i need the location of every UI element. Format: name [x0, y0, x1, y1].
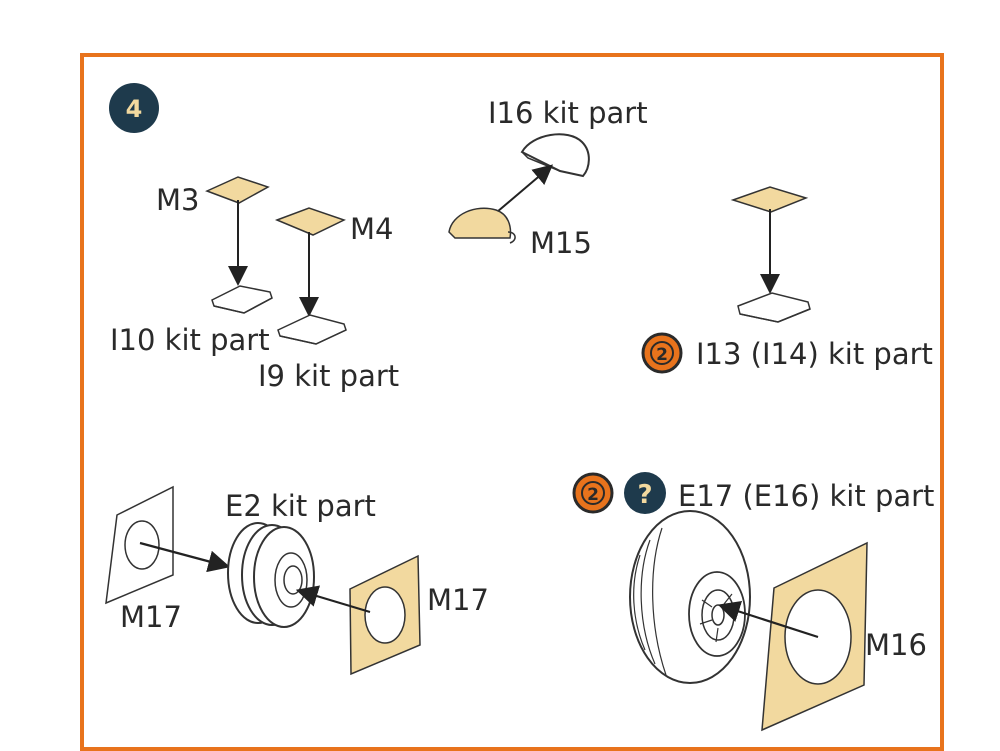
label-e17: E17 (E16) kit part: [678, 479, 934, 513]
part-m17-left: [105, 485, 174, 605]
label-m17-left: M17: [120, 600, 182, 634]
part-i10: [211, 285, 273, 314]
part-m15: [448, 207, 516, 244]
label-e2: E2 kit part: [225, 489, 376, 523]
arrow-m17-right-to-e2: [295, 585, 371, 614]
part-i16: [520, 133, 590, 178]
label-m4: M4: [350, 212, 393, 246]
label-i9: I9 kit part: [258, 359, 399, 393]
badge-question-e17: ?: [624, 472, 666, 514]
label-m17-right: M17: [427, 583, 489, 617]
arrow-m16-to-e17: [717, 600, 819, 639]
part-e17-wheel: [629, 510, 751, 684]
step-badge: 4: [109, 83, 159, 133]
part-m4: [274, 207, 346, 236]
badge-two-i13-label: 2: [656, 345, 668, 365]
badge-two-i13: 2: [641, 332, 683, 374]
badge-question-label: ?: [637, 480, 652, 510]
part-m3: [205, 176, 270, 204]
label-m3: M3: [156, 183, 199, 217]
step-number: 4: [126, 95, 143, 123]
label-m16: M16: [865, 628, 927, 662]
label-m15: M15: [530, 226, 592, 260]
badge-two-e17-label: 2: [587, 485, 599, 505]
arrow-m15-to-i16: [496, 164, 554, 213]
label-i13: I13 (I14) kit part: [696, 337, 933, 371]
label-i10: I10 kit part: [110, 323, 270, 357]
part-e2-wheel: [227, 522, 315, 628]
arrow-m17-left-to-e2: [139, 541, 231, 573]
label-i16: I16 kit part: [488, 96, 648, 130]
part-i9: [277, 314, 347, 345]
part-m17-right: [349, 554, 421, 676]
part-i13-paper: [730, 186, 809, 213]
part-i13: [737, 292, 811, 323]
badge-two-e17: 2: [572, 472, 614, 514]
